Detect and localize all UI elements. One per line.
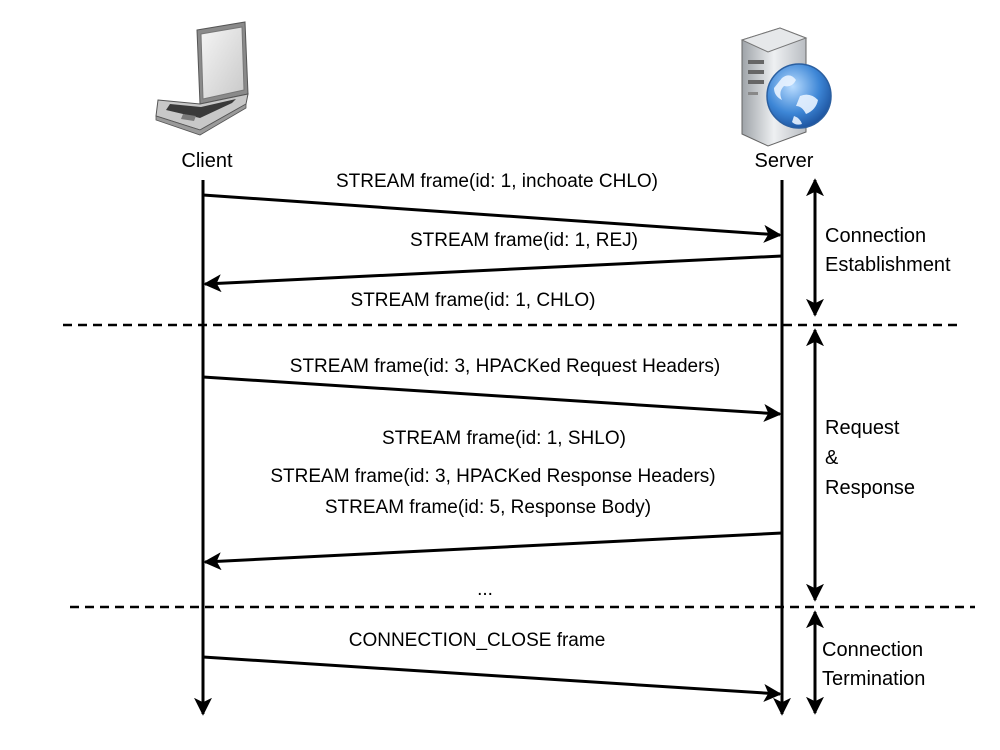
message-arrow [202,193,782,243]
message-arrow [202,375,782,422]
phase-label: Connection [822,639,923,661]
phase-label: Establishment [825,254,951,276]
message-label: CONNECTION_CLOSE frame [349,630,606,651]
laptop-icon [155,21,249,136]
phase-label: Request [825,417,900,439]
server-globe-icon [740,27,832,147]
phase-label: Response [825,477,915,499]
message-arrow [203,254,783,293]
message-label: STREAM frame(id: 1, inchoate CHLO) [336,171,658,192]
message-label: STREAM frame(id: 1, REJ) [410,230,638,251]
message-arrow [202,655,782,702]
client-label: Client [181,150,233,172]
message-label: STREAM frame(id: 3, HPACKed Request Head… [290,356,720,377]
message-label: STREAM frame(id: 1, CHLO) [351,290,596,311]
ellipsis-label: ... [477,579,493,600]
phase-label: & [825,447,839,469]
server-label: Server [755,150,814,172]
phase-label: Connection [825,225,926,247]
message-label: STREAM frame(id: 1, SHLO) [382,428,626,449]
message-label: STREAM frame(id: 3, HPACKed Response Hea… [270,466,715,487]
message-label: STREAM frame(id: 5, Response Body) [325,497,651,518]
phase-label: Termination [822,668,925,690]
message-arrow [203,531,783,571]
